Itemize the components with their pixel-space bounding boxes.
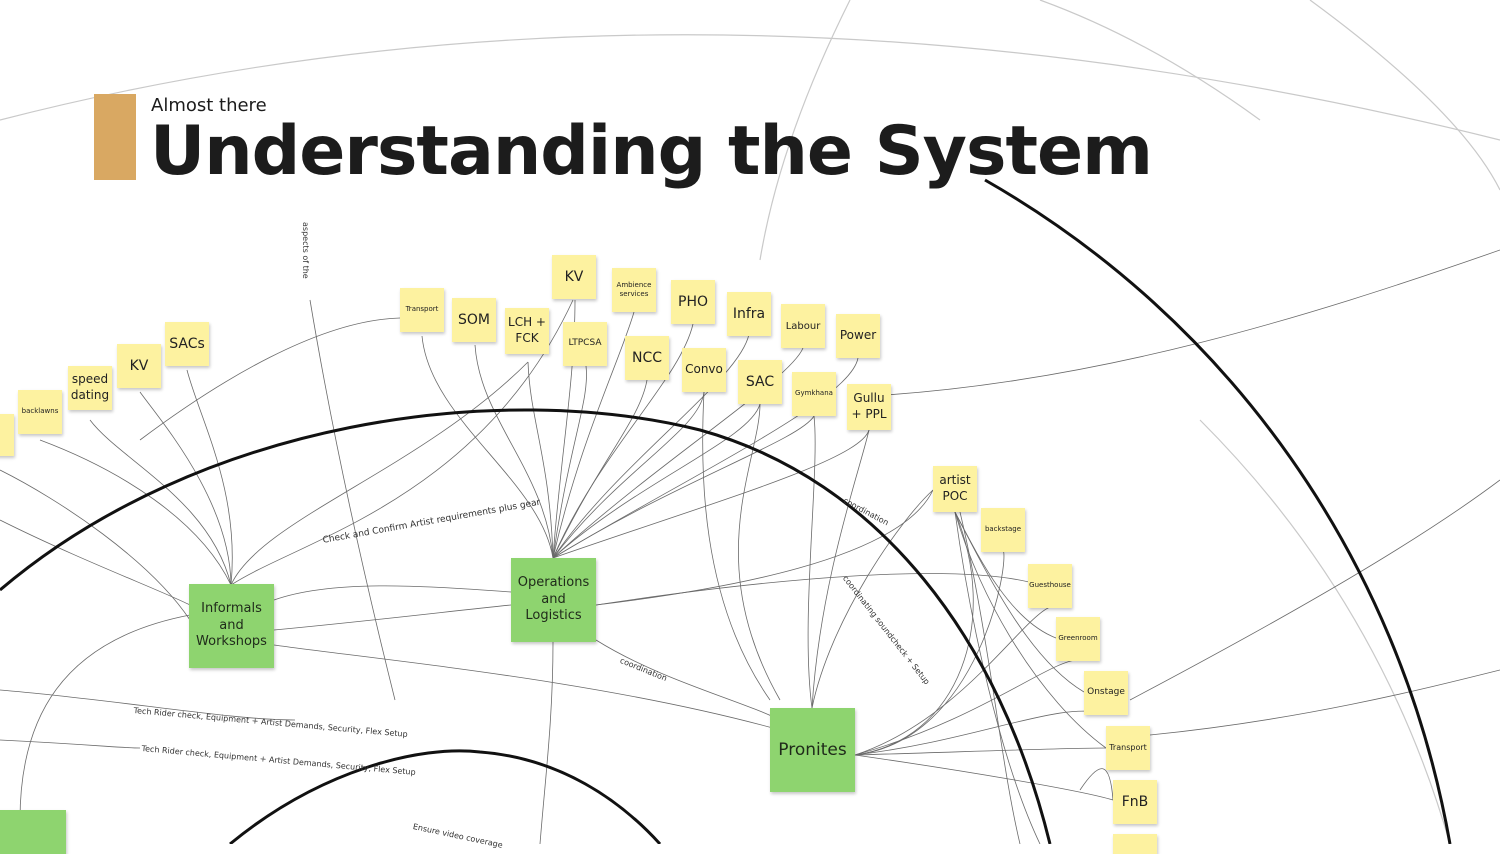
inner-ring [229, 749, 662, 844]
sticky-kv-left[interactable]: KV [117, 344, 161, 388]
system-rings [0, 178, 1452, 844]
sticky-transport-right[interactable]: Transport [1106, 726, 1150, 770]
sticky-power[interactable]: Power [836, 314, 880, 358]
connector-label-aspects: aspects of the [301, 222, 310, 279]
title-accent-bar [94, 94, 136, 180]
sticky-backlawns[interactable]: backlawns [18, 390, 62, 434]
sticky-speed-dating[interactable]: speed dating [68, 366, 112, 410]
sticky-ops[interactable]: ops [0, 414, 14, 456]
sticky-gullu-ppl[interactable]: Gullu + PPL [847, 384, 891, 430]
hub-partial-bottom-left[interactable] [0, 810, 66, 854]
connector-lines [0, 249, 1500, 844]
hub-informals-workshops[interactable]: Informals and Workshops [189, 584, 274, 668]
sticky-guesthouse[interactable]: Guesthouse [1028, 564, 1072, 608]
sticky-convo[interactable]: Convo [682, 348, 726, 392]
middle-ring [0, 408, 1052, 844]
sticky-sacs[interactable]: SACs [165, 322, 209, 366]
page-title: Understanding the System [150, 112, 1153, 191]
sticky-ltpcsa[interactable]: LTPCSA [563, 322, 607, 366]
sticky-labour[interactable]: Labour [781, 304, 825, 348]
sticky-onstage[interactable]: Onstage [1084, 671, 1128, 715]
section-subtitle: Almost there [151, 95, 267, 116]
sticky-som[interactable]: SOM [452, 298, 496, 342]
outer-ring [984, 178, 1452, 844]
sticky-infra[interactable]: Infra [727, 292, 771, 336]
sticky-greenroom[interactable]: Greenroom [1056, 617, 1100, 661]
sticky-ncc[interactable]: NCC [625, 336, 669, 380]
sticky-ambience-services[interactable]: Ambience services [612, 268, 656, 312]
hub-operations-logistics[interactable]: Operations and Logistics [511, 558, 596, 642]
sticky-gymkhana[interactable]: Gymkhana [792, 372, 836, 416]
sticky-partial-bottom[interactable] [1113, 834, 1157, 854]
sticky-pho[interactable]: PHO [671, 280, 715, 324]
sticky-artist-poc[interactable]: artist POC [933, 466, 977, 512]
sticky-kv-top[interactable]: KV [552, 255, 596, 299]
hub-pronites[interactable]: Pronites [770, 708, 855, 792]
sticky-sac[interactable]: SAC [738, 360, 782, 404]
sticky-backstage[interactable]: backstage [981, 508, 1025, 552]
sticky-lch-fck[interactable]: LCH + FCK [505, 308, 549, 354]
sticky-transport-top[interactable]: Transport [400, 288, 444, 332]
sticky-fnb[interactable]: FnB [1113, 780, 1157, 824]
